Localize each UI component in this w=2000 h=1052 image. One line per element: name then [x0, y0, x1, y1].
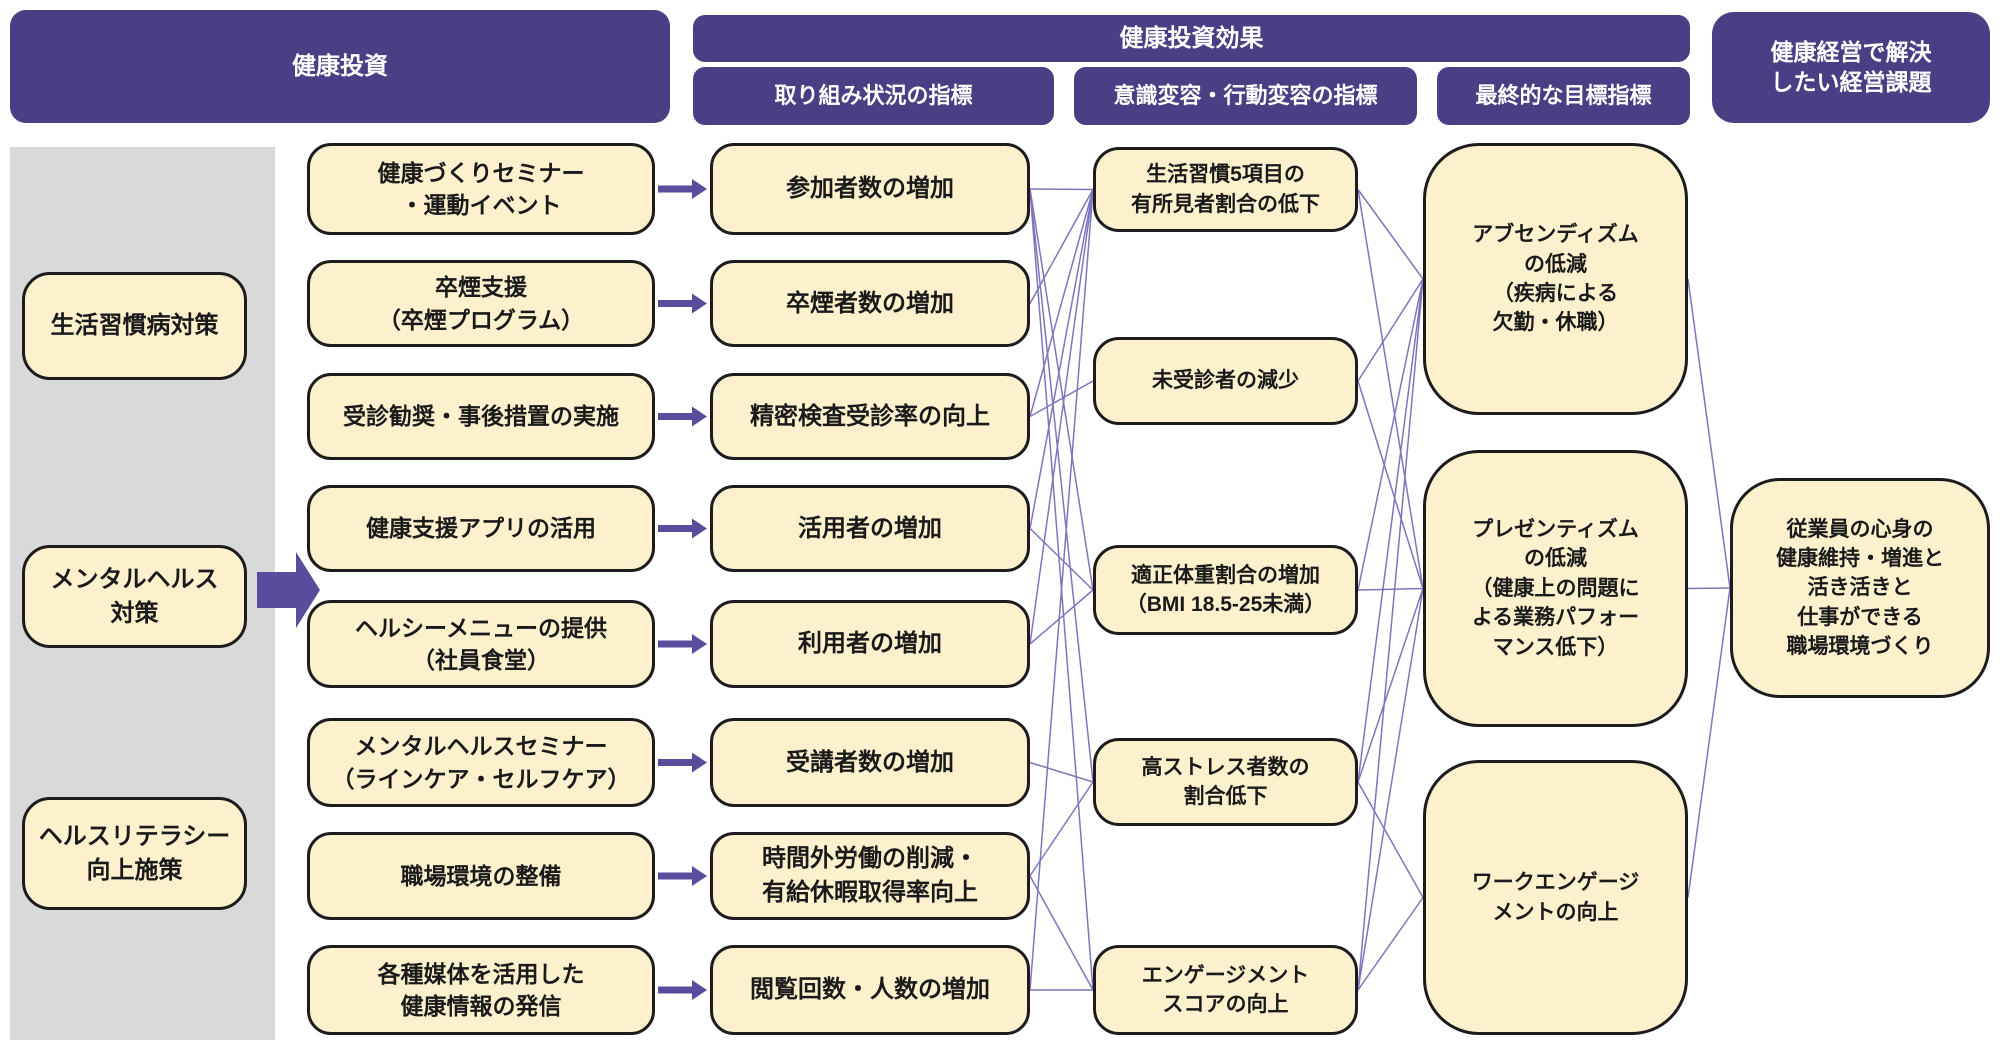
category-box-mental-health: メンタルヘルス 対策: [22, 545, 247, 648]
effort-box-detailed-exam-rate: 精密検査受診率の向上: [710, 373, 1030, 460]
behavior-box-engagement-score: エンゲージメント スコアの向上: [1093, 945, 1358, 1035]
effort-box-quitters: 卒煙者数の増加: [710, 260, 1030, 347]
behavior-box-proper-weight: 適正体重割合の増加 （BMI 18.5-25未満）: [1093, 545, 1358, 635]
activity-box-mental-seminar: メンタルヘルスセミナー （ラインケア・セルフケア）: [307, 718, 655, 807]
category-box-lifestyle-disease: 生活習慣病対策: [22, 272, 247, 380]
activity-box-health-app: 健康支援アプリの活用: [307, 485, 655, 572]
activity-box-smoking-cessation: 卒煙支援 （卒煙プログラム）: [307, 260, 655, 347]
final-box-work-engagement: ワークエンゲージ メントの向上: [1423, 760, 1688, 1035]
effort-box-view-counts: 閲覧回数・人数の増加: [710, 945, 1030, 1035]
header-effort-indicators: 取り組み状況の指標: [693, 67, 1054, 125]
behavior-box-unexamined-decrease: 未受診者の減少: [1093, 337, 1358, 425]
header-final-indicators: 最終的な目標指標: [1437, 67, 1690, 125]
big-flow-arrow: [257, 552, 320, 628]
header-investment-effect: 健康投資効果: [693, 15, 1690, 62]
category-box-health-literacy: ヘルスリテラシー 向上施策: [22, 797, 247, 910]
activity-box-health-information: 各種媒体を活用した 健康情報の発信: [307, 945, 655, 1035]
activity-box-workplace-environment: 職場環境の整備: [307, 832, 655, 920]
effort-box-participants: 参加者数の増加: [710, 143, 1030, 235]
final-box-presenteeism: プレゼンティズム の低減 （健康上の問題に よる業務パフォー マンス低下）: [1423, 450, 1688, 727]
header-management-challenge: 健康経営で解決 したい経営課題: [1712, 12, 1990, 123]
activity-box-checkup-encouragement: 受診勧奨・事後措置の実施: [307, 373, 655, 460]
effort-box-attendees: 受講者数の増加: [710, 718, 1030, 807]
effort-box-overtime-reduction: 時間外労働の削減・ 有給休暇取得率向上: [710, 832, 1030, 920]
activity-box-healthy-menu: ヘルシーメニューの提供 （社員食堂）: [307, 600, 655, 688]
activity-box-health-seminar: 健康づくりセミナー ・運動イベント: [307, 143, 655, 235]
effort-box-menu-users: 利用者の増加: [710, 600, 1030, 688]
behavior-box-high-stress-decrease: 高ストレス者数の 割合低下: [1093, 738, 1358, 826]
goal-box-employee-wellbeing: 従業員の心身の 健康維持・増進と 活き活きと 仕事ができる 職場環境づくり: [1730, 478, 1990, 698]
effort-box-app-users: 活用者の増加: [710, 485, 1030, 572]
behavior-box-lifestyle-findings: 生活習慣5項目の 有所見者割合の低下: [1093, 147, 1358, 232]
header-behavior-indicators: 意識変容・行動変容の指標: [1074, 67, 1417, 125]
header-investment: 健康投資: [10, 10, 670, 123]
final-box-absenteeism: アブセンディズム の低減 （疾病による 欠勤・休職）: [1423, 143, 1688, 415]
